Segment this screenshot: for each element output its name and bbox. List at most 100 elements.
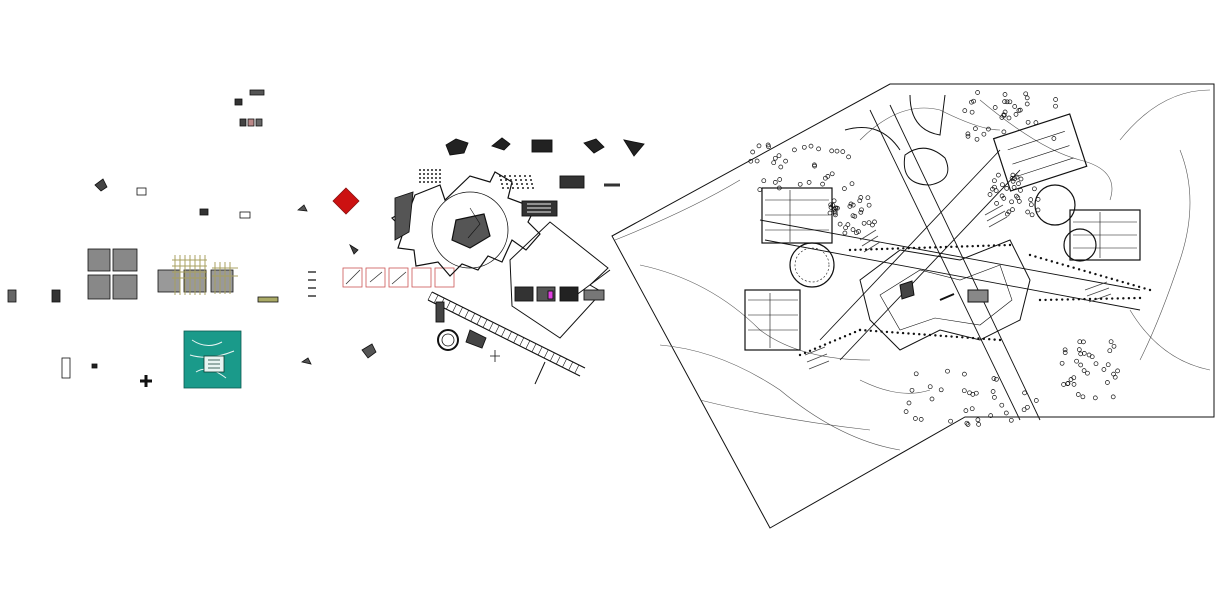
border-dot — [1116, 297, 1119, 300]
grid-dot — [500, 179, 502, 181]
border-dot — [923, 333, 926, 336]
tree-symbol — [859, 207, 864, 213]
tree-symbol — [771, 160, 777, 166]
tree-symbol — [964, 420, 970, 426]
grid-dot — [502, 187, 504, 189]
center-plan-cluster — [391, 137, 645, 385]
dot-grid-1 — [419, 169, 441, 183]
border-dot — [1088, 271, 1092, 274]
hatched-walkway — [427, 269, 611, 385]
tree-symbol — [833, 205, 838, 211]
border-dot — [1099, 297, 1103, 300]
border-dot — [1077, 298, 1081, 301]
tree-symbol — [1108, 339, 1114, 345]
border-dot — [918, 246, 921, 250]
tree-symbol — [849, 181, 855, 187]
tree-symbol — [1001, 112, 1007, 118]
tree-symbol — [1092, 395, 1098, 401]
border-dot — [891, 247, 894, 250]
tree-symbol — [1004, 211, 1010, 217]
tree-symbol — [1053, 103, 1058, 109]
border-dot — [1148, 288, 1152, 292]
tree-symbol — [1028, 202, 1034, 208]
grid-dot — [431, 169, 433, 171]
building-east — [992, 113, 1141, 262]
grid-dot — [529, 175, 531, 177]
tree-symbol — [1105, 380, 1110, 385]
tree-symbol — [1075, 392, 1081, 397]
tree-symbol — [965, 422, 971, 427]
grid-dot — [435, 173, 437, 175]
border-dot — [828, 341, 832, 344]
tree-symbol — [918, 417, 924, 422]
border-dot — [955, 245, 958, 248]
tree-symbol — [973, 126, 978, 131]
border-dot — [1105, 276, 1108, 279]
border-dot — [944, 334, 948, 338]
border-dot — [918, 333, 921, 336]
border-dot — [955, 335, 959, 339]
tree-symbol — [1024, 101, 1030, 107]
border-dot — [1050, 260, 1054, 263]
tree-symbol — [835, 205, 840, 211]
tree-symbol — [777, 177, 783, 182]
border-dot — [960, 245, 964, 248]
red-framed-details — [342, 267, 455, 288]
tree-symbol — [834, 148, 840, 154]
border-dot — [854, 248, 857, 252]
tree-symbol — [1076, 347, 1082, 352]
grid-dot — [435, 177, 437, 179]
tree-symbol — [872, 219, 877, 225]
tree-symbol — [843, 225, 848, 231]
border-dot — [1066, 298, 1069, 301]
tree-symbol — [772, 155, 778, 161]
tree-symbol — [1062, 347, 1068, 353]
border-dot — [1061, 263, 1064, 266]
border-dot — [1132, 284, 1135, 287]
tree-symbol — [988, 413, 994, 418]
tree-symbol — [1017, 107, 1023, 113]
tree-symbol — [965, 131, 971, 137]
border-dot — [966, 336, 969, 339]
tree-symbol — [1077, 339, 1083, 345]
border-dot — [1039, 256, 1043, 260]
border-dot — [923, 246, 926, 249]
tree-symbol — [976, 422, 981, 427]
border-dot — [1028, 253, 1032, 257]
tree-symbol — [866, 202, 872, 208]
grid-dot — [522, 187, 524, 189]
border-dot — [869, 329, 872, 332]
tree-symbol — [833, 212, 838, 218]
grid-dot — [509, 175, 511, 177]
border-dot — [880, 330, 883, 333]
tree-symbol — [906, 400, 912, 406]
tree-symbol — [783, 158, 788, 164]
border-dot — [803, 351, 807, 355]
grid-dot — [435, 169, 437, 171]
border-dot — [1116, 279, 1119, 282]
tree-symbol — [845, 222, 851, 227]
tree-symbol — [969, 406, 975, 412]
tree-symbol — [992, 178, 997, 184]
tree-symbol — [991, 376, 997, 381]
border-dot — [1034, 255, 1037, 258]
border-dot — [886, 247, 889, 251]
grid-dot — [512, 187, 514, 189]
border-dot — [982, 244, 985, 248]
border-dot — [1083, 269, 1086, 273]
border-dot — [934, 334, 937, 337]
border-dot — [1008, 243, 1012, 247]
border-dot — [1077, 268, 1081, 271]
tree-symbol — [776, 153, 782, 159]
column-and-ring — [435, 301, 500, 362]
border-dot — [992, 244, 996, 247]
tree-symbol — [970, 392, 976, 397]
small-detail-top — [234, 89, 265, 127]
grid-dot — [504, 175, 506, 177]
tree-symbol — [1081, 368, 1087, 373]
tree-symbol — [756, 143, 762, 149]
tree-symbol — [992, 105, 998, 110]
border-dot — [966, 245, 969, 248]
border-dot — [1111, 297, 1114, 300]
